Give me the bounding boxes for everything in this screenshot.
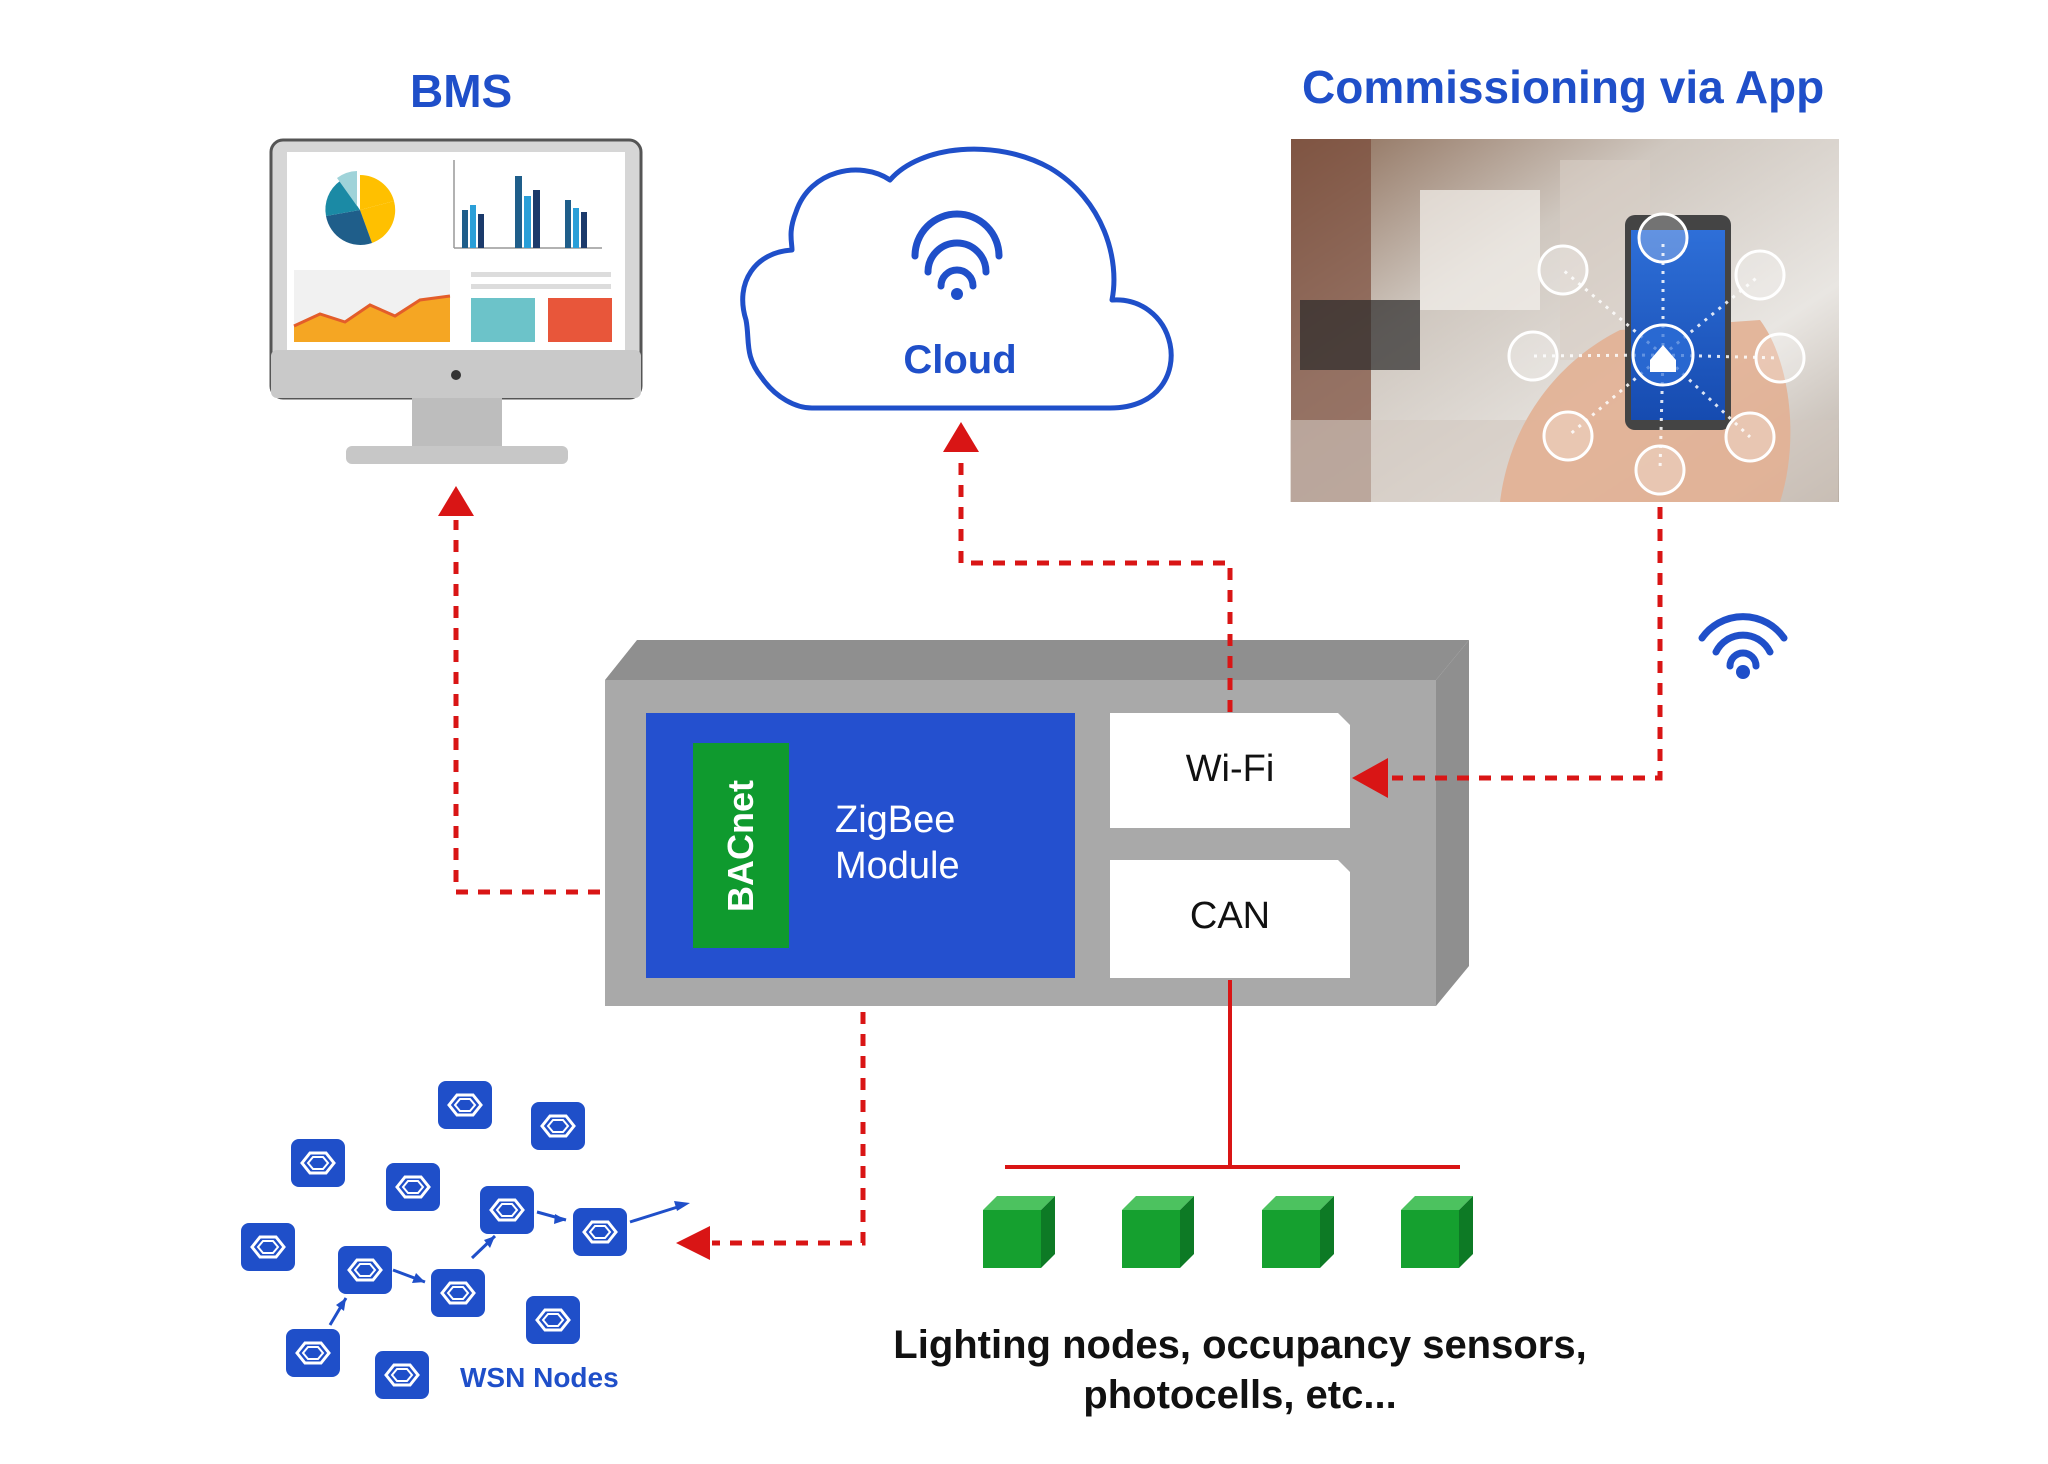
wifi-label: Wi-Fi	[1185, 748, 1275, 790]
wsn-node-icon	[431, 1269, 485, 1317]
wsn-node-icon	[531, 1102, 585, 1150]
dashboard-tiles	[471, 272, 612, 342]
lighting-nodes	[983, 1196, 1473, 1268]
wsn-node-icon	[480, 1186, 534, 1234]
arrow-to-cloud	[943, 422, 979, 452]
wsn-arrowheads	[336, 1201, 690, 1311]
wsn-node-icon	[386, 1163, 440, 1211]
wifi-icon	[1698, 613, 1788, 670]
commissioning-title: Commissioning via App	[1302, 61, 1825, 113]
wsn-node-icon	[438, 1081, 492, 1129]
wifi-dot	[1736, 665, 1750, 679]
green-cube-icon	[983, 1196, 1055, 1268]
wsn-node-icon	[291, 1139, 345, 1187]
green-cube-icon	[1401, 1196, 1473, 1268]
green-cube-icon	[1122, 1196, 1194, 1268]
cloud-icon	[740, 146, 1174, 411]
bar-chart-icon	[453, 160, 602, 249]
green-cube-icon	[1262, 1196, 1334, 1268]
arrow-to-wifi	[1352, 758, 1388, 798]
monitor-icon	[269, 138, 643, 464]
bacnet-box	[693, 743, 789, 948]
wsn-node-icon	[241, 1223, 295, 1271]
wsn-node-icon	[338, 1246, 392, 1294]
caption-line1: Lighting nodes, occupancy sensors,	[893, 1323, 1587, 1367]
wifi-icon	[911, 210, 1003, 290]
can-box	[1110, 860, 1350, 978]
zigbee-module-label: ZigBee Module	[835, 797, 960, 889]
bacnet-label: BACnet	[720, 780, 761, 912]
zigbee-line1: ZigBee	[835, 799, 956, 841]
wsn-node-icon	[573, 1208, 627, 1256]
cloud-label: Cloud	[903, 338, 1017, 382]
bms-title: BMS	[410, 65, 513, 117]
link-from-app	[1392, 507, 1663, 781]
caption-line2: photocells, etc...	[1083, 1373, 1397, 1417]
can-label: CAN	[1189, 895, 1271, 937]
wsn-nodes-label: WSN Nodes	[460, 1362, 619, 1393]
wifi-box	[1110, 713, 1350, 828]
link-to-wsn	[712, 1012, 866, 1246]
wsn-node-icon	[375, 1351, 429, 1399]
link-to-cloud	[958, 454, 1233, 712]
wsn-node-icon	[526, 1296, 580, 1344]
pie-chart-icon	[325, 171, 396, 245]
smart-home-app-photo	[1290, 139, 1839, 502]
wsn-nodes	[241, 1081, 627, 1399]
wsn-node-icon	[286, 1329, 340, 1377]
zigbee-line2: Module	[835, 845, 960, 887]
arrow-to-wsn	[676, 1226, 710, 1260]
link-to-bms	[453, 520, 600, 895]
devices-caption: Lighting nodes, occupancy sensors, photo…	[860, 1320, 1620, 1420]
can-bus	[1005, 980, 1460, 1169]
arrow-to-bms	[438, 486, 474, 516]
area-chart-icon	[293, 270, 451, 342]
